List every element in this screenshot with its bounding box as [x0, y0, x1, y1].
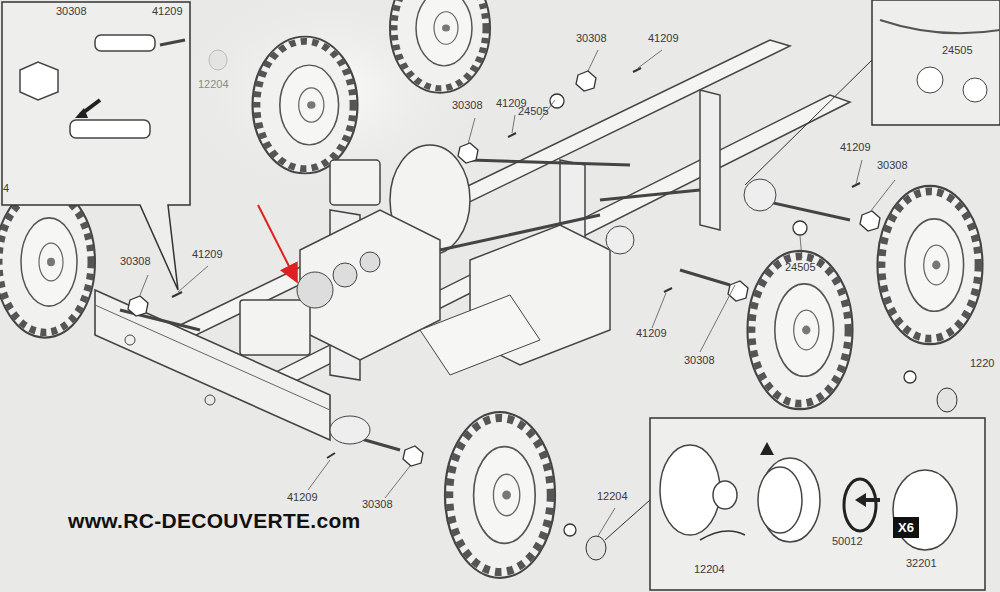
callout-number: 30308 — [452, 100, 483, 111]
callout-number: 41209 — [152, 6, 183, 17]
callout-number: 12204 — [198, 79, 229, 90]
callout-number: 30308 — [120, 256, 151, 267]
callout-number: 41209 — [192, 249, 223, 260]
callout-number: 4 — [3, 183, 9, 194]
callout-number: 30308 — [576, 33, 607, 44]
callout-number: 32201 — [906, 558, 937, 569]
callout-number: 41209 — [648, 33, 679, 44]
callout-number: 12204 — [597, 491, 628, 502]
callout-number: 1220 — [970, 358, 994, 369]
callout-number: 50012 — [832, 536, 863, 547]
callout-number: 41209 — [636, 328, 667, 339]
callout-number: 41209 — [287, 492, 318, 503]
callout-number: 12204 — [694, 564, 725, 575]
callout-number: 30308 — [684, 355, 715, 366]
callout-number: 24505 — [785, 262, 816, 273]
callout-number: 41209 — [496, 98, 527, 109]
callout-number: 24505 — [942, 45, 973, 56]
callout-number: 41209 — [840, 142, 871, 153]
callout-number: 30308 — [56, 6, 87, 17]
callout-number: 30308 — [362, 499, 393, 510]
callout-number: 30308 — [877, 160, 908, 171]
quantity-badge: X6 — [893, 517, 919, 538]
watermark: www.RC-DECOUVERTE.com — [68, 510, 361, 531]
